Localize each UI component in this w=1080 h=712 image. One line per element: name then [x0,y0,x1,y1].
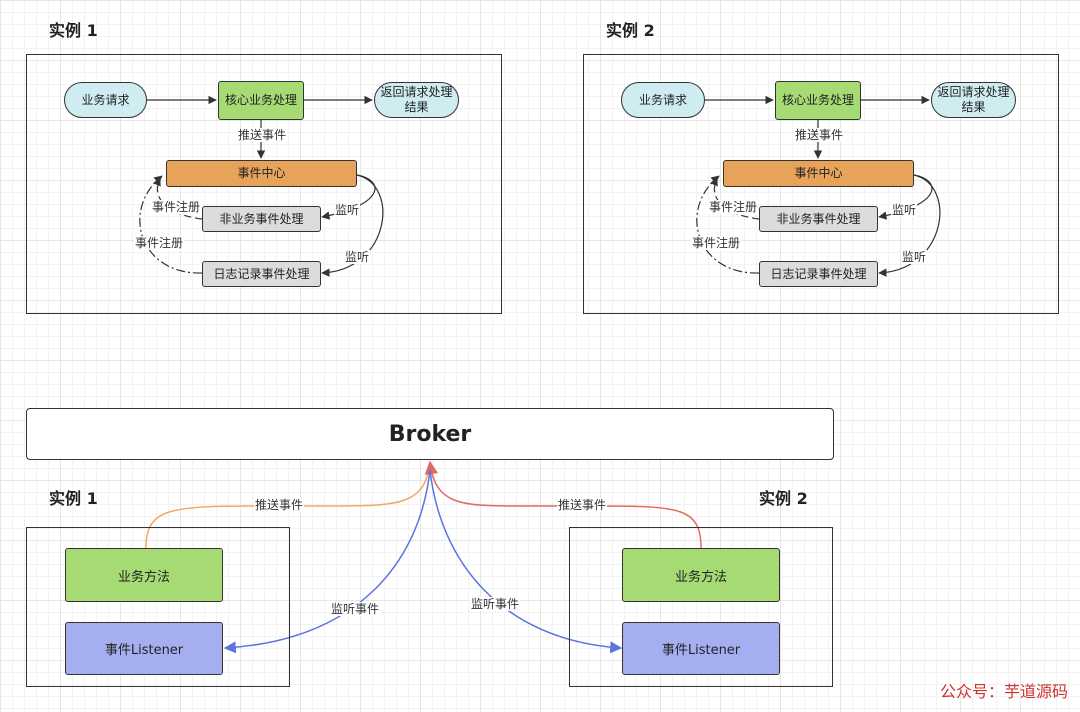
core-business-node: 核心业务处理 [775,81,861,120]
instance-2-frame [583,54,1059,314]
push-event-label: 推送事件 [794,128,845,142]
non-business-handler-node: 非业务事件处理 [759,206,878,232]
broker-box: Broker [26,408,834,460]
listen-line-instance-1 [223,469,431,654]
business-request-node: 业务请求 [621,82,705,118]
event-listener-node: 事件Listener [622,622,780,675]
business-method-node: 业务方法 [65,548,223,602]
return-result-node: 返回请求处理结果 [374,82,459,118]
instance-1-frame [26,54,502,314]
center-to-log-listen-arrow [321,174,384,277]
bottom-instance-2-title: 实例 2 [759,489,808,508]
bottom-instance-1-frame [26,527,290,687]
push-event-label: 推送事件 [254,498,305,512]
watermark-text: 公众号：芋道源码 [939,682,1068,701]
listen-line-instance-2 [429,469,623,654]
event-center-node: 事件中心 [166,160,357,187]
listen-label: 监听 [901,250,928,264]
bottom-instance-1-title: 实例 1 [49,489,98,508]
event-listener-node: 事件Listener [65,622,223,675]
bottom-instance-2-frame [569,527,833,687]
log-handler-node: 日志记录事件处理 [202,261,321,287]
event-center-node: 事件中心 [723,160,914,187]
core-business-node: 核心业务处理 [218,81,304,120]
non-business-handler-node: 非业务事件处理 [202,206,321,232]
instance-1-title: 实例 1 [49,21,98,40]
business-method-node: 业务方法 [622,548,780,602]
listen-label: 监听 [344,250,371,264]
register-label: 事件注册 [151,200,202,214]
return-result-node: 返回请求处理结果 [931,82,1016,118]
log-handler-node: 日志记录事件处理 [759,261,878,287]
register-label: 事件注册 [691,236,742,250]
listen-label: 监听 [334,203,361,217]
register-label: 事件注册 [134,236,185,250]
center-to-log-listen-arrow [878,174,941,277]
instance-2-title: 实例 2 [606,21,655,40]
listen-label: 监听 [891,203,918,217]
push-event-label: 推送事件 [557,498,608,512]
register-label: 事件注册 [708,200,759,214]
listen-event-label: 监听事件 [470,597,521,611]
push-event-label: 推送事件 [237,128,288,142]
business-request-node: 业务请求 [64,82,147,118]
listen-event-label: 监听事件 [330,602,381,616]
